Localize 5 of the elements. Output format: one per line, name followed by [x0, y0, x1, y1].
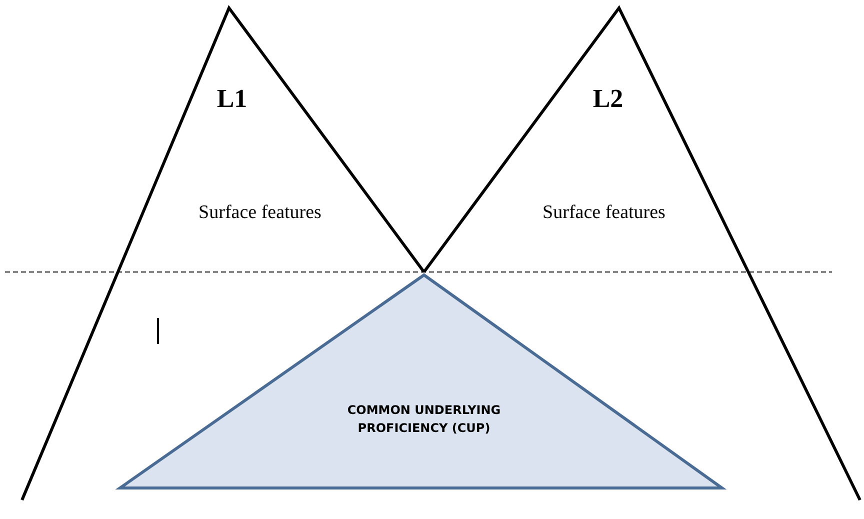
language-label: L1: [216, 84, 248, 114]
layer-label: Surface features: [198, 202, 322, 224]
layer-label: Surface features: [542, 202, 666, 224]
center-label: COMMON UNDERLYING PROFICIENCY (CUP): [346, 402, 502, 437]
language-label: L2: [592, 84, 624, 114]
